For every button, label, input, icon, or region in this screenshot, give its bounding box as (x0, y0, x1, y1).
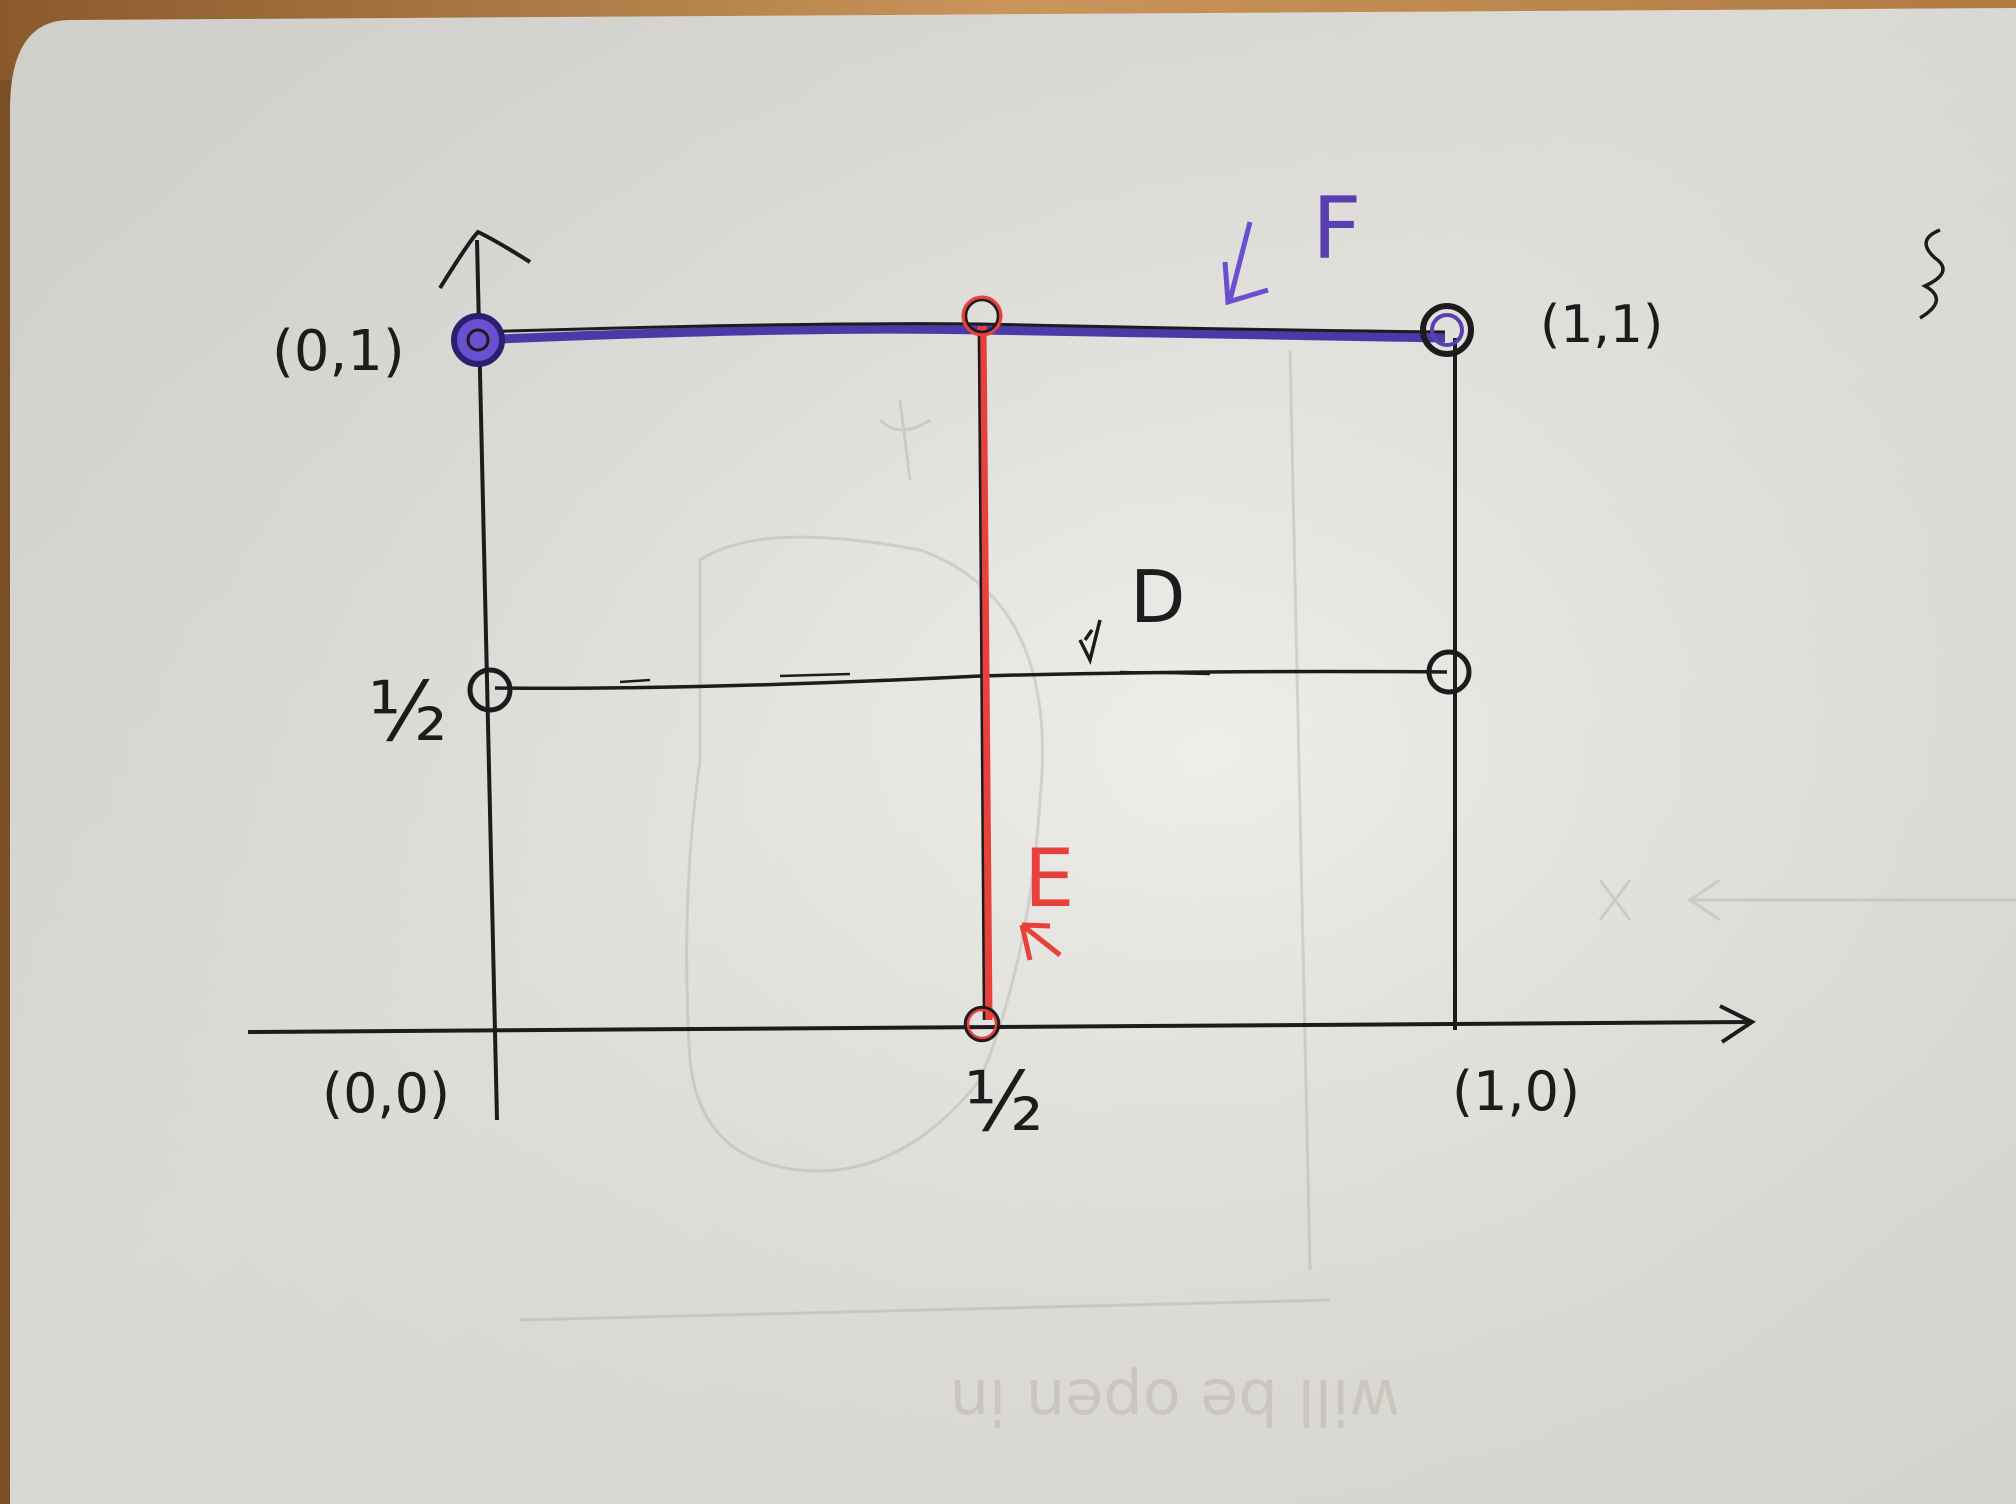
segment-d-pointer-icon (1078, 619, 1102, 666)
squiggle-mark-icon (1919, 228, 1945, 320)
label-half-x: ½ (964, 1055, 1043, 1150)
point-half-top-marker (961, 295, 1003, 337)
y-axis-line (475, 239, 499, 1121)
segment-e-line (977, 325, 993, 1021)
label-segment-e: E (1024, 832, 1075, 925)
label-half-y: ½ (368, 665, 447, 760)
label-point-1-1: (1,1) (1540, 295, 1663, 355)
label-segment-f: F (1312, 179, 1361, 279)
label-point-0-1: (0,1) (272, 319, 405, 384)
point-0-1-marker (451, 313, 505, 367)
point-half-y-marker (467, 667, 513, 713)
label-segment-d: D (1130, 555, 1185, 639)
segment-d-line (494, 669, 1448, 690)
faint-bottom-text: will be open in (950, 1365, 1400, 1438)
point-1-1-marker (1420, 303, 1474, 357)
segment-e-pointer-icon (1019, 922, 1062, 961)
label-point-0-0: (0,0) (322, 1062, 450, 1125)
point-half-x-marker (963, 1005, 1001, 1043)
y-axis-arrow-icon (438, 229, 532, 290)
segment-f-pointer-icon (1222, 221, 1269, 306)
point-half-y-right-marker (1426, 649, 1472, 695)
x-axis-arrow-icon (1719, 1004, 1756, 1044)
bleed-through-marks (519, 349, 2016, 1322)
label-point-1-0: (1,0) (1452, 1060, 1580, 1123)
